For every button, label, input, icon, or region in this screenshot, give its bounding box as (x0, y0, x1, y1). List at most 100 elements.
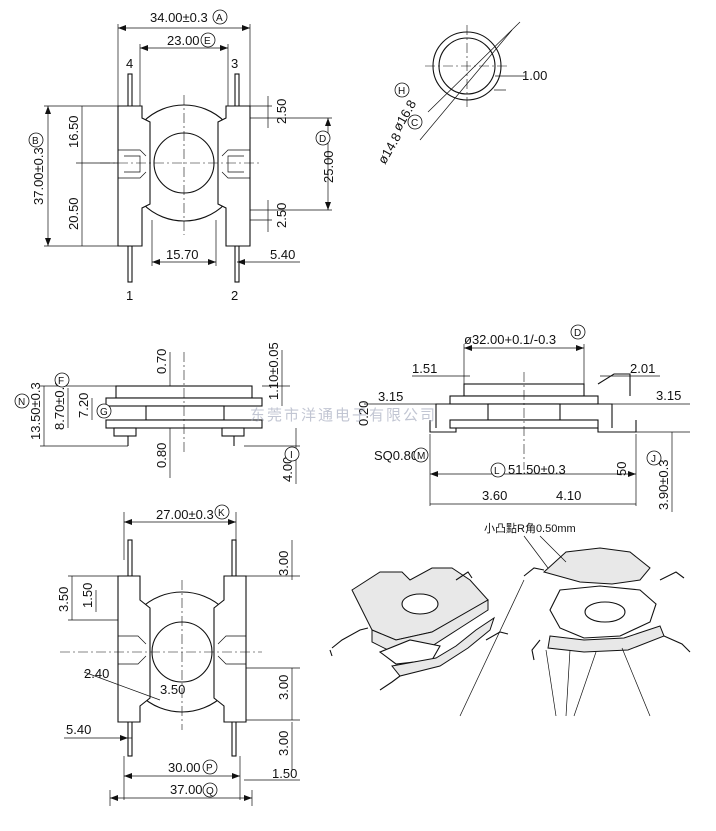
tag-circle-m (413, 447, 429, 463)
leader-line-1 (523, 535, 549, 569)
tag-top-width: K (218, 508, 225, 519)
tag-circle-p (202, 759, 218, 775)
tag-circle-j (646, 450, 662, 466)
tag-square-pin: M (417, 451, 425, 462)
dim-overall-height: 37.00±0.3 (31, 147, 46, 205)
dim-square-pin: SQ0.80 (374, 448, 418, 463)
pin-label-2: 2 (231, 288, 238, 303)
tag-circle-d2 (570, 324, 586, 340)
tag-overall-width: A (216, 13, 223, 24)
dim-left-offset: 3.15 (378, 389, 403, 404)
tag-outer-dia: H (398, 86, 405, 97)
tag-circle-g (96, 403, 112, 419)
dim-pitch-bottom: 2.50 (274, 203, 289, 228)
bottom-right-block (213, 575, 247, 723)
dim-height: 3.90±0.3 (656, 459, 671, 510)
dim-overall-length: 51.50±0.3 (508, 462, 566, 477)
bottom-pin-br (231, 719, 237, 757)
leader-line-3 (459, 579, 525, 717)
dim-bottom-span: 15.70 (166, 247, 199, 262)
tag-circle-l (490, 462, 506, 478)
leader-line-5 (565, 649, 571, 717)
bottom-left-block (117, 575, 151, 723)
left-slots (118, 149, 147, 179)
dim-inner-width-bottom: 30.00 (168, 760, 201, 775)
dim-left-small: 1.50 (80, 583, 95, 608)
tag-circle-n (14, 393, 30, 409)
leader-line-7 (621, 647, 651, 717)
top-view: 34.00±0.3 A 23.00 E 4 3 1 2 (28, 9, 336, 303)
iso-right-pin-c (531, 639, 541, 661)
leader-line-4 (545, 649, 557, 717)
dim-small: 0.20 (356, 401, 371, 426)
dim-total-height: 13.50±0.3 (28, 382, 43, 440)
right-terminal-block (217, 105, 251, 247)
tag-inner-dia: C (411, 118, 418, 129)
tag-circle-d (315, 130, 331, 146)
iso-right-pin-a (523, 567, 545, 577)
pin-3-top (234, 73, 240, 109)
leader-line-6 (573, 651, 597, 717)
dim-overall-width: 34.00±0.3 (150, 10, 208, 25)
iso-right-pin-d (663, 635, 691, 653)
iso-right-hole (584, 601, 626, 623)
dim-lower: 20.50 (66, 197, 81, 230)
tag-body-height: F (58, 376, 64, 387)
dim-right-low: 3.00 (276, 731, 291, 756)
dim-left-segment: 3.60 (482, 488, 507, 503)
dim-inner-width: 23.00 (167, 33, 200, 48)
side-view-right: ø32.00+0.1/-0.3 D 1.51 2.01 3.15 3.15 0.… (356, 324, 690, 512)
tag-pin-span: D (319, 134, 326, 145)
dim-top-tol: 1.10±0.05 (266, 342, 281, 400)
dim-upper: 16.50 (66, 115, 81, 148)
iso-left-hole (401, 593, 439, 615)
tag-flange-dia: D (574, 328, 581, 339)
right-slots (221, 149, 250, 179)
dim-body-height: 8.70±0.1 (52, 379, 67, 430)
dim-pitch-top: 2.50 (274, 99, 289, 124)
ring-view: 1.00 ø16.8 H ø14.8 C (375, 21, 547, 167)
dim-pin-offset: 5.40 (270, 247, 295, 262)
dim-pin-offset-bottom: 5.40 (66, 722, 91, 737)
dim-right-mid: 3.00 (276, 675, 291, 700)
tag-circle-q (202, 782, 218, 798)
watermark-text: 东莞市洋通电子有限公司 (250, 406, 437, 424)
dim-top: 0.70 (154, 349, 169, 374)
dim-inner-dia: ø14.8 (375, 130, 405, 166)
tag-circle-h (394, 82, 410, 98)
dim-right-step: 2.01 (630, 361, 655, 376)
right-left-pin (429, 420, 457, 433)
iso-left-bottom-plate (391, 616, 495, 677)
pin-1-bottom (127, 245, 133, 283)
iso-view-left (329, 567, 509, 691)
iso-left-pin-d (455, 571, 473, 581)
dim-right-segment: 4.10 (556, 488, 581, 503)
tag-pin-length: I (290, 450, 293, 461)
iso-note: 小凸點R角0.50mm (484, 522, 576, 535)
left-terminal-block (117, 105, 151, 247)
dim-flange-dia: ø32.00+0.1/-0.3 (464, 332, 556, 347)
dim-left-step: 1.51 (412, 361, 437, 376)
dim-height-small: 50 (614, 462, 629, 476)
dim-wall: 1.00 (522, 68, 547, 83)
tag-inner-width: E (204, 36, 211, 47)
tag-circle-a (212, 9, 228, 25)
tag-circle-f (54, 372, 70, 388)
tag-circle-b (28, 132, 44, 148)
iso-left-pin-b (379, 675, 401, 691)
pin-label-4: 4 (126, 56, 133, 71)
tag-circle-k (214, 504, 230, 520)
dim-right-offset: 3.15 (656, 388, 681, 403)
dim-diag-b: 3.50 (160, 682, 185, 697)
dim-diag-a: 2.40 (84, 666, 109, 681)
tag-overall-length: L (494, 466, 500, 477)
iso-left-pin-a (331, 627, 369, 649)
iso-right-top-plate (542, 547, 651, 585)
iso-view-right: 小凸點R角0.50mm (459, 522, 691, 717)
dim-right-top: 3.00 (276, 551, 291, 576)
tag-circle-i (284, 446, 300, 462)
bottom-view: 27.00±0.3 K 3.50 1.50 3.00 2.40 3.50 3.0… (56, 504, 300, 806)
pin-2-bottom (234, 245, 240, 283)
iso-left-pin-c (485, 631, 509, 641)
